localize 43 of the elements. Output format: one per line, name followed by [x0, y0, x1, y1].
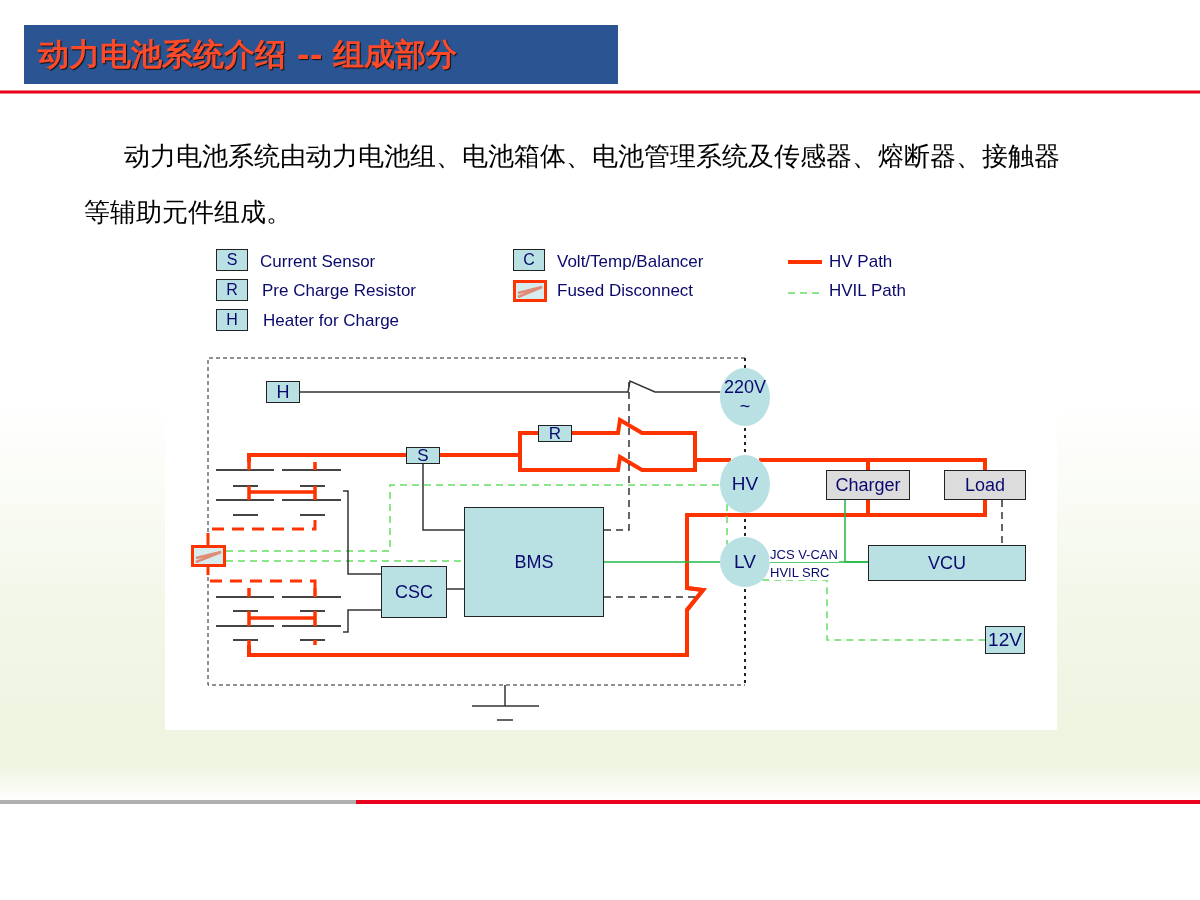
controller-box: BMS — [464, 507, 604, 617]
legend-text: Heater for Charge — [263, 311, 400, 331]
component-box: H — [266, 381, 300, 403]
wire — [299, 379, 722, 393]
legend-text: HVIL Path — [829, 281, 906, 301]
edge-label: HVIL SRC — [769, 566, 831, 580]
symbol-sample: S — [216, 249, 248, 271]
legend-text: HV Path — [829, 252, 893, 272]
battery-cells-drawing — [214, 588, 343, 645]
wire — [761, 579, 986, 641]
symbol-sample: H — [216, 309, 248, 331]
wire — [603, 381, 630, 531]
wire — [206, 520, 317, 545]
symbol-sample: C — [513, 249, 545, 271]
title-banner: 动力电池系统介绍 -- 组成部分 — [24, 25, 618, 84]
wire — [603, 596, 698, 598]
wire — [726, 503, 728, 546]
battery-box: 12V — [985, 626, 1025, 654]
controller-box: VCU — [868, 545, 1026, 581]
wire — [422, 463, 465, 531]
controller-box: CSC — [381, 566, 447, 618]
wire — [206, 567, 317, 588]
wire — [603, 561, 721, 563]
wire — [247, 453, 406, 462]
legend-text: Current Sensor — [260, 252, 376, 272]
component-box: Charger — [826, 470, 910, 500]
resistor-box: R — [538, 425, 572, 442]
legend-text: Fused Disconnect — [557, 281, 694, 301]
legend-text: Volt/Temp/Balancer — [557, 252, 704, 272]
legend-text: Pre Charge Resistor — [262, 281, 416, 301]
fuse-symbol — [191, 545, 226, 567]
sensor-box: S — [406, 447, 440, 464]
component-box: Load — [944, 470, 1026, 500]
wire — [1001, 499, 1003, 546]
wire — [446, 588, 465, 590]
wire — [247, 500, 870, 657]
wire — [225, 484, 721, 552]
wire — [342, 490, 382, 575]
description-text: 动力电池系统由动力电池组、电池箱体、电池管理系统及传感器、熔断器、接触器等辅助元件组成。 — [84, 140, 1061, 229]
wire — [844, 499, 869, 563]
edge-label: JCS V-CAN — [769, 548, 839, 562]
wire — [342, 609, 382, 633]
symbol-sample: R — [216, 279, 248, 301]
